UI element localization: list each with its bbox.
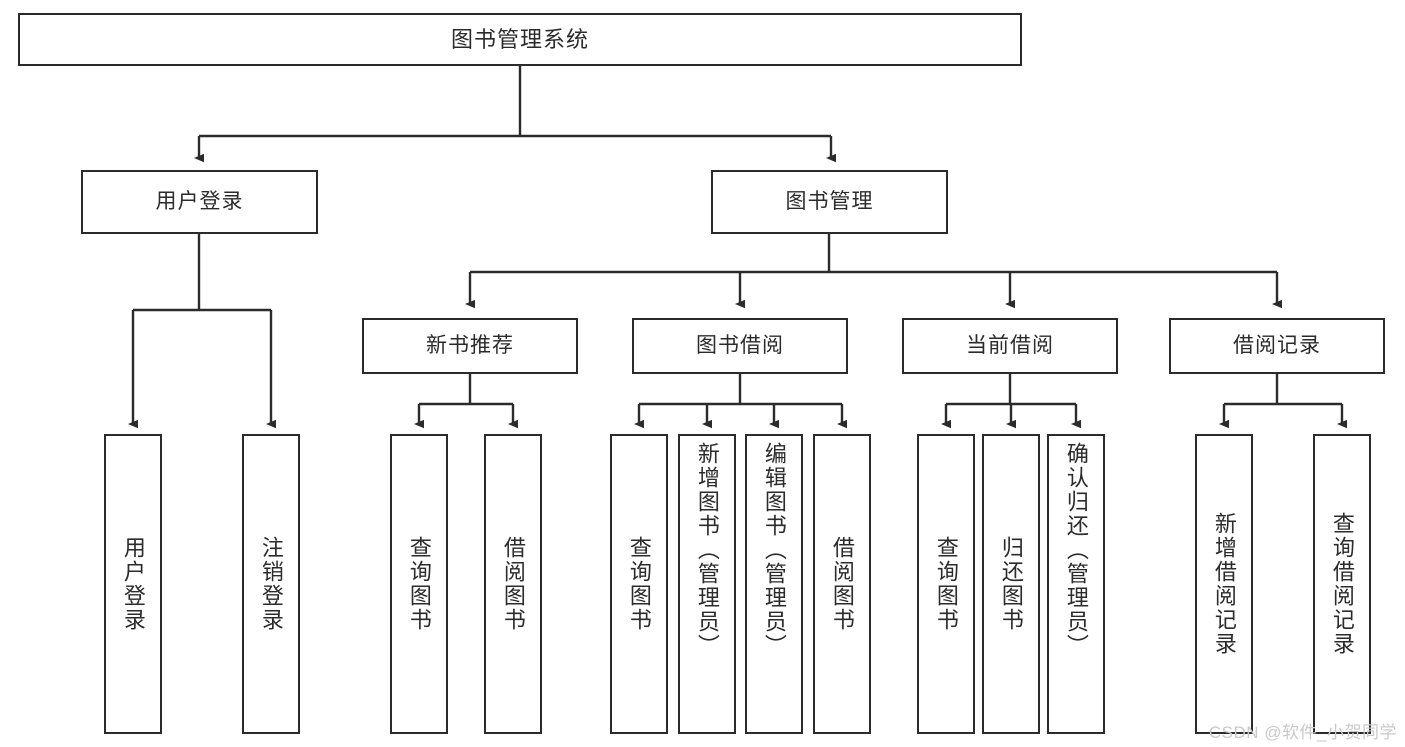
node-current-borrow-label: 当前借阅 — [966, 333, 1054, 357]
leaf-user-login[interactable]: 用户登录 — [104, 434, 162, 734]
leaf-record-query-record[interactable]: 查询借阅记录 — [1313, 434, 1371, 734]
node-borrow-record[interactable]: 借阅记录 — [1169, 318, 1385, 374]
leaf-current-return-book-label: 归还图书 — [998, 536, 1024, 632]
leaf-logout[interactable]: 注销登录 — [242, 434, 300, 734]
node-user-login-label: 用户登录 — [155, 189, 244, 213]
leaf-current-return-book[interactable]: 归还图书 — [982, 434, 1040, 734]
node-book-management-label: 图书管理 — [785, 189, 874, 213]
leaf-borrow-borrow-book-label: 借阅图书 — [829, 536, 855, 632]
leaf-new-book-query-book[interactable]: 查询图书 — [390, 434, 448, 734]
node-new-book-recommend[interactable]: 新书推荐 — [362, 318, 578, 374]
leaf-record-add-record[interactable]: 新增借阅记录 — [1195, 434, 1253, 734]
leaf-borrow-add-book-admin-label: 新增图书（管理员） — [694, 442, 720, 658]
leaf-new-book-borrow-book-label: 借阅图书 — [500, 536, 526, 632]
node-user-login[interactable]: 用户登录 — [81, 170, 318, 234]
leaf-user-login-label: 用户登录 — [120, 536, 146, 632]
node-current-borrow[interactable]: 当前借阅 — [902, 318, 1118, 374]
node-book-borrow[interactable]: 图书借阅 — [632, 318, 848, 374]
leaf-borrow-edit-book-admin[interactable]: 编辑图书（管理员） — [745, 434, 803, 734]
leaf-record-add-record-label: 新增借阅记录 — [1211, 512, 1237, 656]
leaf-borrow-query-book[interactable]: 查询图书 — [610, 434, 668, 734]
node-borrow-record-label: 借阅记录 — [1233, 333, 1321, 357]
leaf-current-confirm-return-admin-label: 确认归还（管理员） — [1063, 442, 1089, 658]
leaf-new-book-borrow-book[interactable]: 借阅图书 — [484, 434, 542, 734]
node-root-label: 图书管理系统 — [450, 26, 589, 52]
leaf-current-query-book-label: 查询图书 — [933, 536, 959, 632]
leaf-current-query-book[interactable]: 查询图书 — [917, 434, 975, 734]
node-book-management[interactable]: 图书管理 — [711, 170, 948, 234]
leaf-record-query-record-label: 查询借阅记录 — [1329, 512, 1355, 656]
leaf-new-book-query-book-label: 查询图书 — [406, 536, 432, 632]
leaf-current-confirm-return-admin[interactable]: 确认归还（管理员） — [1047, 434, 1105, 734]
leaf-logout-label: 注销登录 — [258, 536, 284, 632]
leaf-borrow-add-book-admin[interactable]: 新增图书（管理员） — [678, 434, 736, 734]
node-root[interactable]: 图书管理系统 — [18, 13, 1022, 66]
leaf-borrow-edit-book-admin-label: 编辑图书（管理员） — [761, 442, 787, 658]
node-new-book-recommend-label: 新书推荐 — [426, 333, 514, 357]
leaf-borrow-borrow-book[interactable]: 借阅图书 — [813, 434, 871, 734]
leaf-borrow-query-book-label: 查询图书 — [626, 536, 652, 632]
node-book-borrow-label: 图书借阅 — [696, 333, 784, 357]
